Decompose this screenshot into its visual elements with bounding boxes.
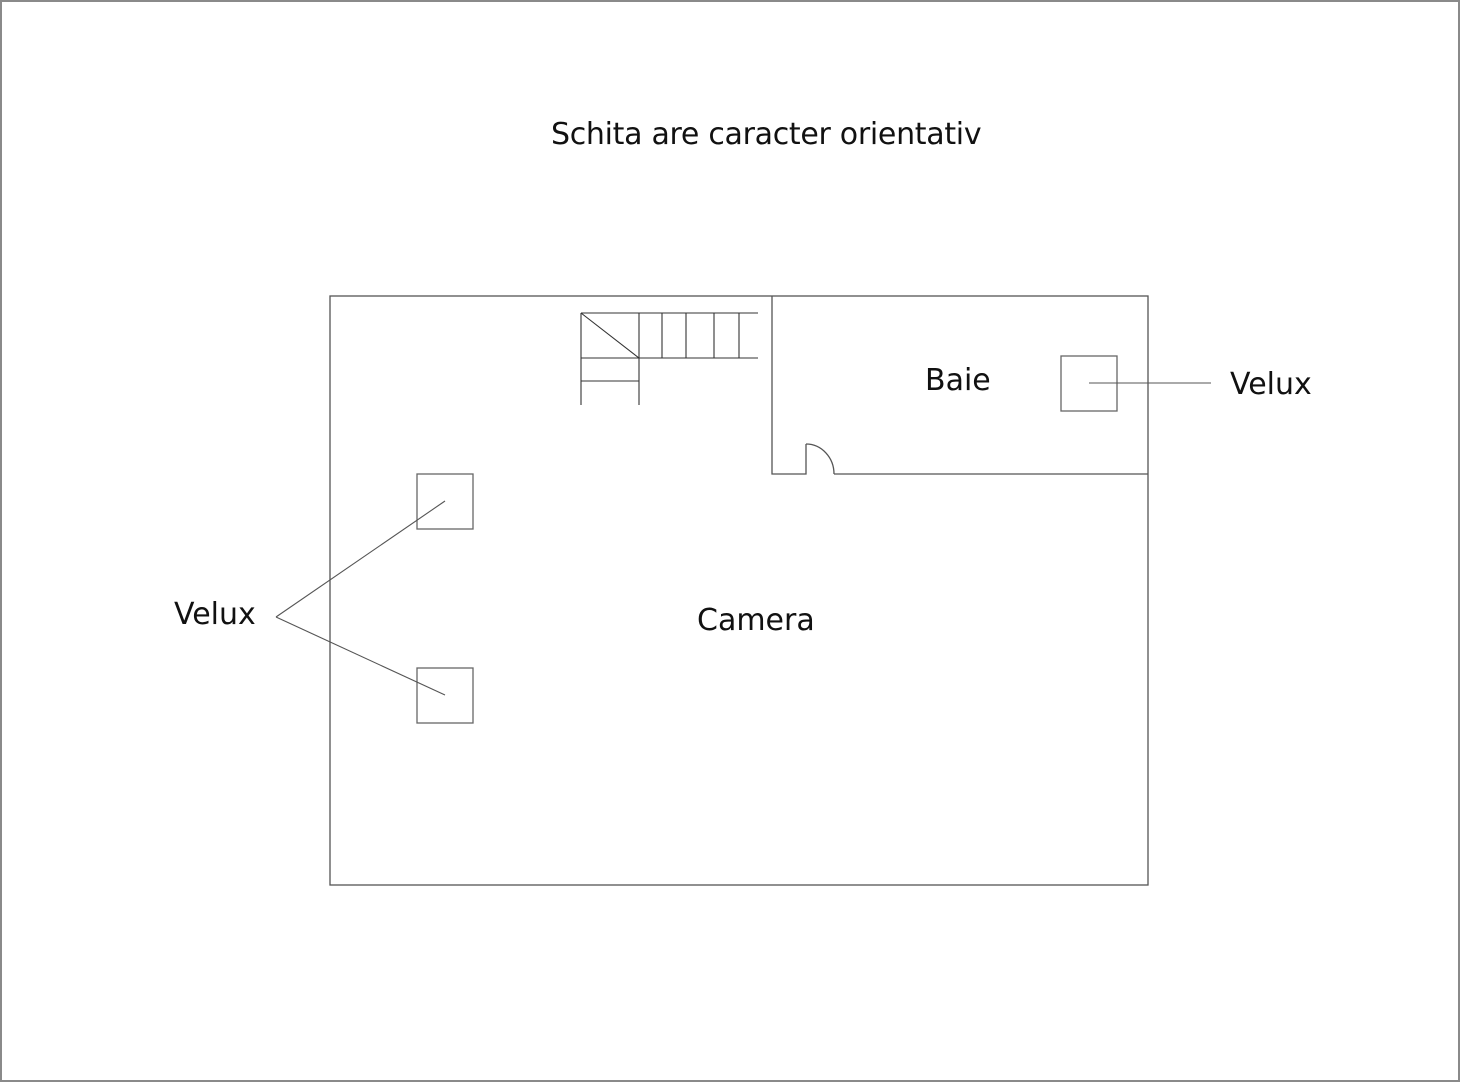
velux-label-right: Velux xyxy=(1230,367,1312,402)
leader-line-upper xyxy=(275,500,446,618)
page-title: Schita are caracter orientativ xyxy=(551,117,982,152)
outer-walls xyxy=(329,295,1149,886)
door-swing-icon xyxy=(805,443,835,475)
room-label-main: Camera xyxy=(697,603,815,638)
room-label-bathroom: Baie xyxy=(925,363,991,398)
leader-line-lower xyxy=(275,616,446,696)
skylight-upper-left xyxy=(416,473,474,530)
skylight-lower-left xyxy=(416,667,474,724)
bathroom-wall-left xyxy=(771,296,807,475)
stair-icon xyxy=(580,312,758,405)
velux-label-left: Velux xyxy=(174,597,256,632)
